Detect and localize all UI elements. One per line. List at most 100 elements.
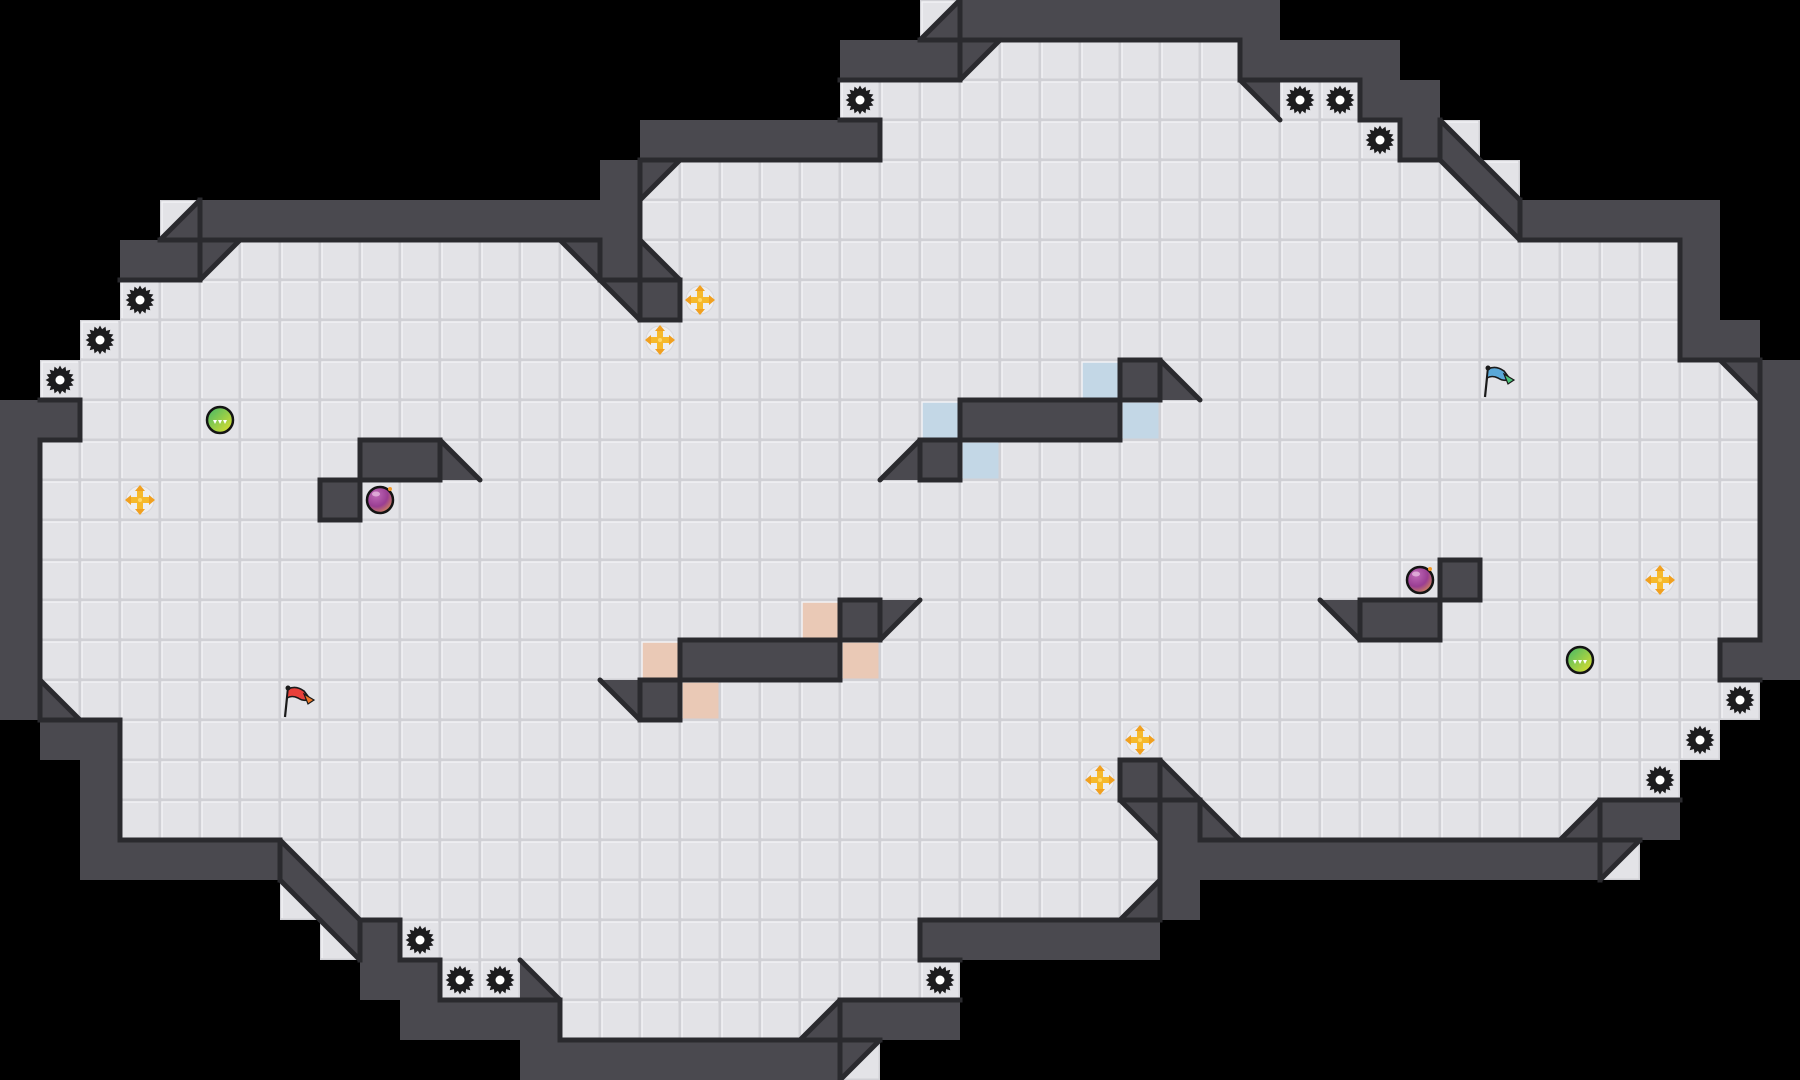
tile-highlight	[881, 521, 918, 558]
floor-tile	[1280, 320, 1320, 360]
tile-highlight	[841, 921, 878, 958]
tile-highlight	[281, 321, 318, 358]
tile-face	[641, 441, 679, 479]
floor-tile	[520, 880, 560, 920]
tile-highlight	[481, 961, 518, 998]
floor-tile	[1680, 560, 1720, 600]
tile-highlight	[441, 881, 478, 918]
tile-face	[961, 561, 999, 599]
tile-highlight	[681, 521, 718, 558]
tile-face	[1561, 521, 1599, 559]
tile-face	[801, 321, 839, 359]
tile-face	[521, 761, 559, 799]
tile-face	[1641, 401, 1679, 439]
tile-highlight	[1361, 761, 1398, 798]
tile-highlight	[1361, 361, 1398, 398]
floor-tile	[1680, 400, 1720, 440]
tile-face	[961, 321, 999, 359]
floor-tile	[800, 720, 840, 760]
floor-tile	[320, 440, 360, 480]
tile-highlight	[641, 401, 678, 438]
tile-face	[1081, 481, 1119, 519]
tile-highlight	[1241, 801, 1278, 838]
tile-face	[241, 401, 279, 439]
wall-block	[1760, 560, 1800, 600]
wall-block	[760, 1040, 800, 1080]
tile-highlight	[1241, 641, 1278, 678]
floor-tile	[1600, 680, 1640, 720]
tile-face	[1041, 161, 1079, 199]
tile-face	[481, 921, 519, 959]
tile-highlight	[1241, 521, 1278, 558]
gear-hole	[1335, 95, 1345, 105]
tile-highlight	[1481, 761, 1518, 798]
tile-highlight	[161, 761, 198, 798]
floor-tile	[1160, 720, 1200, 760]
tile-highlight	[641, 801, 678, 838]
floor-tile	[1400, 520, 1440, 560]
tile-face	[521, 841, 559, 879]
tile-face	[641, 721, 679, 759]
floor-tile	[1320, 520, 1360, 560]
tile-highlight	[641, 561, 678, 598]
tile-highlight	[1481, 481, 1518, 518]
tile-face	[801, 681, 839, 719]
floor-tile	[160, 600, 200, 640]
floor-tile	[1520, 600, 1560, 640]
wall-block	[1360, 600, 1400, 640]
tile-face	[1601, 521, 1639, 559]
tile-highlight	[1001, 761, 1038, 798]
wall-block	[1600, 800, 1640, 840]
wall-slope-edge	[877, 437, 923, 483]
wall-block	[400, 440, 440, 480]
floor-tile	[600, 800, 640, 840]
tile-highlight	[721, 921, 758, 958]
wall-slope-edge	[1237, 77, 1283, 123]
tile-face	[521, 601, 559, 639]
tile-face	[1401, 481, 1439, 519]
tile-face	[601, 801, 639, 839]
floor-tile	[480, 600, 520, 640]
floor-tile	[1000, 80, 1040, 120]
tile-highlight	[841, 281, 878, 318]
tile-highlight	[1281, 761, 1318, 798]
tile-highlight	[801, 361, 838, 398]
floor-tile	[1200, 160, 1240, 200]
tile-face	[1041, 761, 1079, 799]
floor-tile	[1040, 680, 1080, 720]
floor-tile	[600, 760, 640, 800]
floor-tile	[880, 840, 920, 880]
tile-highlight	[401, 361, 438, 398]
tile-face	[241, 561, 279, 599]
tile-highlight	[961, 681, 998, 718]
floor-tile	[1160, 160, 1200, 200]
tile-face	[1561, 721, 1599, 759]
tile-face	[681, 201, 719, 239]
tile-highlight	[1441, 801, 1478, 838]
tile-highlight	[281, 681, 318, 718]
floor-tile	[920, 480, 960, 520]
floor-tile	[800, 400, 840, 440]
tile-face	[321, 281, 359, 319]
wall-block	[1200, 0, 1240, 40]
floor-tile	[800, 240, 840, 280]
tile-face	[1441, 361, 1479, 399]
tile-highlight	[681, 481, 718, 518]
tile-face	[641, 521, 679, 559]
floor-tile	[1120, 560, 1160, 600]
floor-tile	[1120, 600, 1160, 640]
tile-face	[241, 681, 279, 719]
wall-slope-edge	[517, 957, 563, 1003]
wall-block	[240, 840, 280, 880]
tile-face	[721, 721, 759, 759]
floor-tile	[80, 360, 120, 400]
wall-block	[1400, 80, 1440, 120]
spike-gear-icon	[85, 325, 115, 355]
wall-block	[1720, 640, 1760, 680]
floor-tile	[560, 640, 600, 680]
tile-highlight	[81, 481, 118, 518]
tile-highlight	[521, 721, 558, 758]
tile-highlight	[961, 161, 998, 198]
floor-tile	[200, 320, 240, 360]
floor-tile	[1040, 720, 1080, 760]
